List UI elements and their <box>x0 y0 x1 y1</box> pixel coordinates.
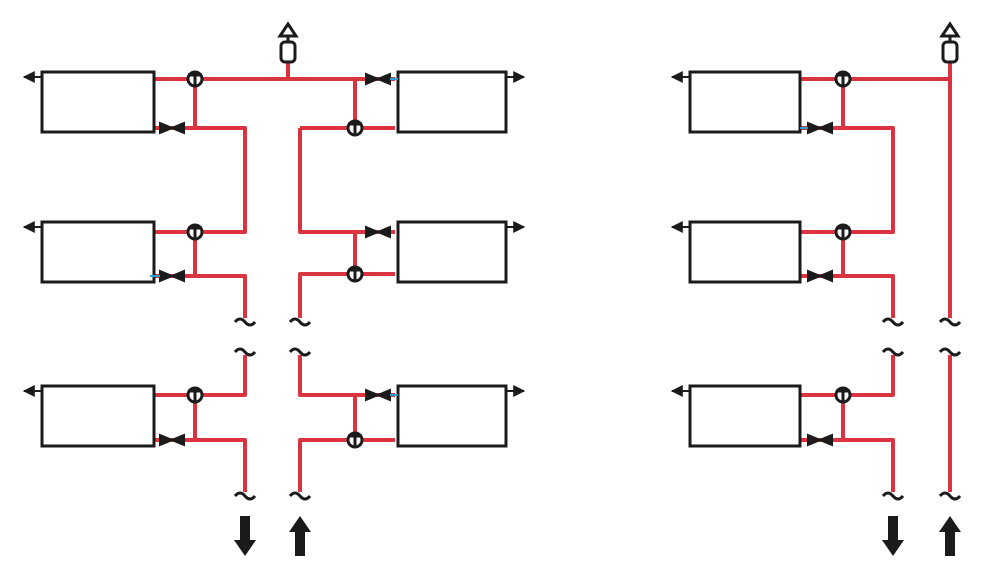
lockshield-valve-icon <box>365 225 391 239</box>
lockshield-valve-icon <box>159 269 185 283</box>
pipe-break-icon <box>881 317 905 327</box>
left-mid-return <box>193 232 247 318</box>
radiator <box>688 384 802 448</box>
branch-4 <box>841 395 895 492</box>
radiators-right <box>688 70 802 448</box>
lockshield-valve-icon <box>807 269 833 283</box>
pipe-break-icon <box>233 347 257 357</box>
pipe-break-icon <box>938 317 962 327</box>
right-low-return <box>298 395 357 492</box>
right-upper-branch <box>300 79 357 130</box>
radiator <box>40 220 156 284</box>
thermostatic-valve-icon <box>346 119 364 137</box>
right-mid-return <box>298 232 357 318</box>
thermostatic-valve-icon <box>186 70 204 88</box>
air-vent-icon <box>939 21 961 64</box>
left-low-supply <box>155 355 247 397</box>
thermostatic-valve-icon <box>834 223 852 241</box>
radiator <box>396 70 508 134</box>
radiator <box>396 384 508 448</box>
pipe-break-icon <box>938 347 962 357</box>
lockshield-valves-right <box>807 121 833 447</box>
valve-accents-left <box>150 78 398 396</box>
thermostatic-valve-icon <box>186 386 204 404</box>
pipe-breaks-right <box>881 317 962 501</box>
right-low-supply <box>298 355 395 397</box>
thermostatic-valves-left <box>186 70 364 449</box>
pipes-left <box>155 60 395 492</box>
thermostatic-valve-icon <box>346 431 364 449</box>
flow-arrows-right <box>882 516 961 556</box>
lockshield-valve-icon <box>159 433 185 447</box>
pipe-break-icon <box>288 317 312 327</box>
thermostatic-valve-icon <box>834 70 852 88</box>
lockshield-valves-left <box>159 72 391 447</box>
branch-3 <box>800 355 895 397</box>
left-low-return <box>193 395 247 492</box>
lockshield-valve-icon <box>159 121 185 135</box>
lockshield-valve-icon <box>365 388 391 402</box>
flow-arrow-icon <box>882 516 904 556</box>
pipe-break-icon <box>881 347 905 357</box>
lockshield-valve-icon <box>365 72 391 86</box>
bleed-arrows-left <box>22 71 526 397</box>
pipe-breaks-left <box>233 317 312 501</box>
pipe-break-icon <box>881 491 905 501</box>
thermostatic-valve-icon <box>346 265 364 283</box>
flow-arrow-icon <box>289 516 311 556</box>
pipe-break-icon <box>938 491 962 501</box>
left-upper-branch <box>155 79 247 234</box>
pipe-break-icon <box>233 317 257 327</box>
pipe-break-icon <box>288 491 312 501</box>
radiator <box>40 384 156 448</box>
pipe-break-icon <box>288 347 312 357</box>
flow-arrows-left <box>234 516 311 556</box>
pipe-break-icon <box>233 491 257 501</box>
lockshield-valve-icon <box>807 121 833 135</box>
right-system <box>670 21 962 556</box>
branch-1 <box>841 79 895 234</box>
thermostatic-valves-right <box>834 70 852 404</box>
radiator <box>396 220 508 284</box>
right-mid-supply <box>298 128 395 234</box>
radiators-left <box>40 70 508 448</box>
flow-arrow-icon <box>939 516 961 556</box>
lockshield-valve-icon <box>807 433 833 447</box>
radiator <box>40 70 156 134</box>
radiator <box>688 70 802 134</box>
branch-2 <box>841 232 895 318</box>
radiator <box>688 220 802 284</box>
air-vent-icon <box>277 21 299 64</box>
thermostatic-valve-icon <box>186 223 204 241</box>
bleed-arrows-right <box>670 71 690 397</box>
left-system <box>22 21 526 556</box>
thermostatic-valve-icon <box>834 386 852 404</box>
flow-arrow-icon <box>234 516 256 556</box>
